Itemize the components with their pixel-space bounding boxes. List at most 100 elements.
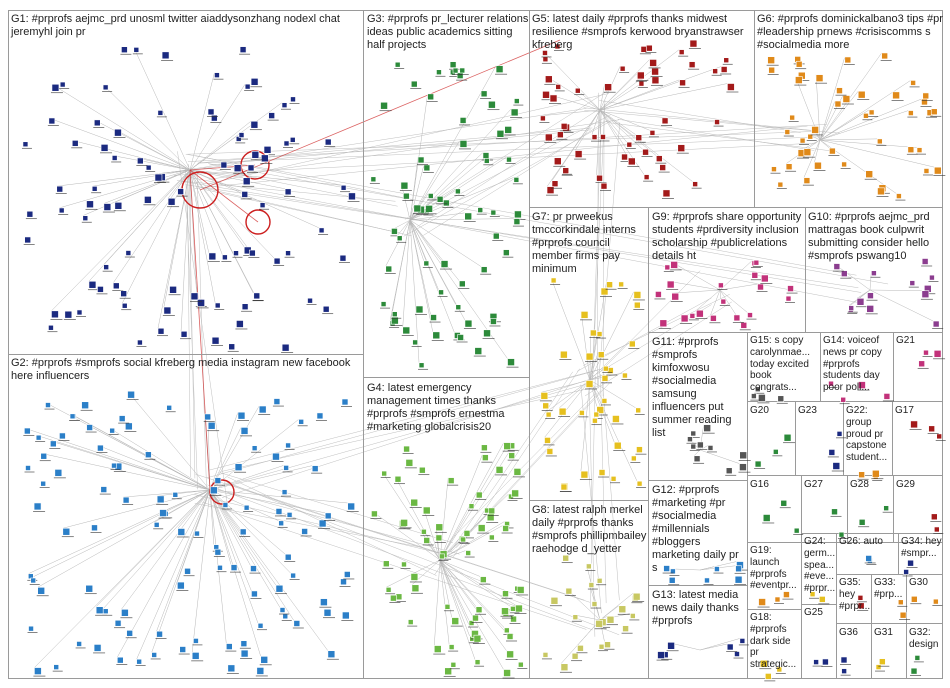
node-g1[interactable] (114, 128, 122, 137)
node-g8[interactable] (595, 620, 603, 628)
node-g6[interactable] (934, 166, 942, 175)
node-g4[interactable] (390, 594, 397, 602)
node-g18[interactable] (776, 666, 783, 673)
node-g5[interactable] (619, 65, 626, 72)
node-g7[interactable] (596, 406, 605, 414)
node-g2[interactable] (102, 608, 109, 615)
node-g1[interactable] (238, 132, 245, 138)
node-g1[interactable] (103, 203, 112, 211)
node-g6[interactable] (814, 161, 822, 170)
node-g10[interactable] (840, 270, 848, 277)
node-g1[interactable] (26, 210, 34, 218)
node-g1[interactable] (251, 151, 260, 159)
node-g8[interactable] (571, 652, 579, 660)
node-g3[interactable] (394, 61, 401, 68)
node-g1[interactable] (233, 250, 239, 256)
node-g5[interactable] (689, 39, 698, 48)
node-g23[interactable] (836, 431, 843, 437)
node-g2[interactable] (193, 638, 199, 644)
node-g5[interactable] (546, 186, 555, 194)
node-g6[interactable] (922, 92, 930, 100)
node-g6[interactable] (865, 170, 874, 178)
node-g19[interactable] (758, 598, 766, 606)
node-g5[interactable] (551, 180, 559, 187)
node-g3[interactable] (436, 196, 444, 203)
node-g1[interactable] (236, 320, 244, 328)
node-g5[interactable] (549, 94, 558, 103)
node-g5[interactable] (651, 76, 660, 85)
node-g9[interactable] (747, 312, 753, 318)
node-g2[interactable] (53, 664, 60, 670)
node-g5[interactable] (637, 71, 645, 80)
node-g2[interactable] (240, 640, 248, 647)
node-g8[interactable] (622, 625, 629, 632)
node-g5[interactable] (554, 43, 561, 50)
node-g19[interactable] (783, 591, 790, 598)
node-g4[interactable] (465, 550, 471, 556)
node-g2[interactable] (210, 486, 218, 495)
node-g7[interactable] (598, 469, 606, 476)
node-g11[interactable] (697, 441, 704, 449)
node-g12[interactable] (714, 566, 720, 572)
node-g2[interactable] (34, 667, 42, 675)
node-g4[interactable] (435, 523, 444, 532)
node-g4[interactable] (371, 510, 378, 518)
node-g4[interactable] (518, 661, 524, 668)
node-g2[interactable] (62, 527, 71, 536)
node-g4[interactable] (472, 614, 479, 622)
node-g2[interactable] (118, 415, 126, 422)
node-g5[interactable] (635, 134, 643, 141)
node-g2[interactable] (45, 402, 51, 408)
node-g1[interactable] (137, 339, 143, 346)
node-g12[interactable] (668, 577, 676, 584)
node-g5[interactable] (677, 144, 686, 152)
node-g4[interactable] (516, 586, 525, 594)
node-g6[interactable] (807, 133, 814, 140)
node-g5[interactable] (627, 157, 636, 166)
node-g2[interactable] (257, 622, 264, 629)
node-g20[interactable] (773, 449, 779, 455)
node-g2[interactable] (285, 442, 291, 449)
node-g7[interactable] (580, 311, 589, 319)
node-g3[interactable] (425, 205, 433, 213)
node-g2[interactable] (318, 519, 327, 528)
node-g1[interactable] (233, 164, 242, 173)
node-g2[interactable] (293, 620, 301, 627)
node-g1[interactable] (121, 302, 128, 309)
node-g3[interactable] (507, 358, 515, 366)
node-g2[interactable] (324, 512, 332, 520)
node-g7[interactable] (631, 455, 637, 462)
node-g12[interactable] (734, 575, 743, 584)
node-g1[interactable] (197, 299, 205, 307)
node-g1[interactable] (88, 280, 97, 289)
node-g4[interactable] (447, 477, 455, 484)
node-g5[interactable] (642, 148, 649, 156)
node-g7[interactable] (542, 402, 550, 410)
node-g4[interactable] (513, 468, 522, 476)
node-g4[interactable] (481, 444, 488, 452)
node-g1[interactable] (261, 154, 269, 163)
node-g4[interactable] (435, 534, 443, 542)
node-g5[interactable] (557, 131, 564, 139)
node-g9[interactable] (720, 298, 727, 305)
node-g3[interactable] (380, 101, 388, 110)
node-g4[interactable] (422, 506, 431, 515)
node-g5[interactable] (560, 123, 568, 130)
node-g1[interactable] (339, 254, 347, 262)
node-g2[interactable] (284, 553, 292, 561)
node-g7[interactable] (622, 372, 628, 379)
node-g23[interactable] (832, 462, 841, 470)
node-g6[interactable] (930, 108, 938, 116)
node-g3[interactable] (427, 93, 434, 101)
node-g5[interactable] (596, 174, 603, 182)
node-g2[interactable] (320, 598, 328, 606)
node-g4[interactable] (503, 669, 511, 677)
node-g2[interactable] (279, 607, 286, 613)
node-g9[interactable] (787, 285, 794, 292)
node-g22[interactable] (872, 469, 880, 478)
node-g14[interactable] (828, 380, 834, 387)
node-g4[interactable] (508, 452, 515, 459)
node-g7[interactable] (545, 411, 552, 418)
node-g8[interactable] (565, 587, 573, 595)
node-g6[interactable] (842, 95, 851, 103)
